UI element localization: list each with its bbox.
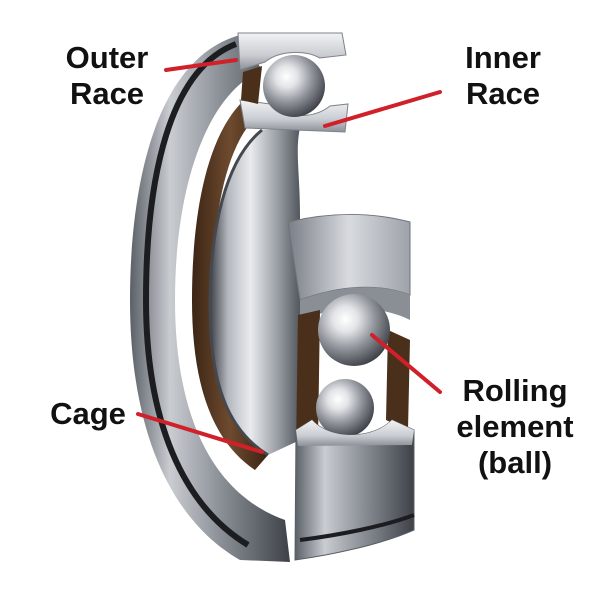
label-outer-race: Outer Race (65, 40, 149, 111)
inner-race-section-lower (287, 214, 411, 301)
rolling-element-middle (318, 294, 390, 366)
inner-race-bore (210, 128, 300, 455)
label-rolling-element: Rolling element (ball) (456, 373, 574, 480)
outer-race-lower-seal (299, 513, 415, 542)
label-cage: Cage (50, 396, 126, 431)
outer-race-ring (130, 35, 290, 562)
outer-race-seal (142, 41, 250, 548)
label-inner-race: Inner Race (465, 40, 541, 111)
inner-race-rim (208, 128, 269, 457)
leader-line-cage (136, 412, 264, 454)
leader-line-outer-race (164, 58, 238, 72)
cage-section-lower-right (386, 330, 410, 430)
outer-race-section-lower-face (296, 420, 414, 446)
leader-line-inner-race (323, 90, 442, 128)
rolling-element-top (263, 55, 325, 117)
rolling-element-bottom (316, 379, 374, 437)
leader-line-rolling-element (370, 333, 442, 394)
outer-race-section-top (237, 32, 347, 71)
cage-section-lower (296, 310, 320, 450)
cage-ring (192, 95, 268, 470)
cage-section-top (241, 66, 262, 104)
